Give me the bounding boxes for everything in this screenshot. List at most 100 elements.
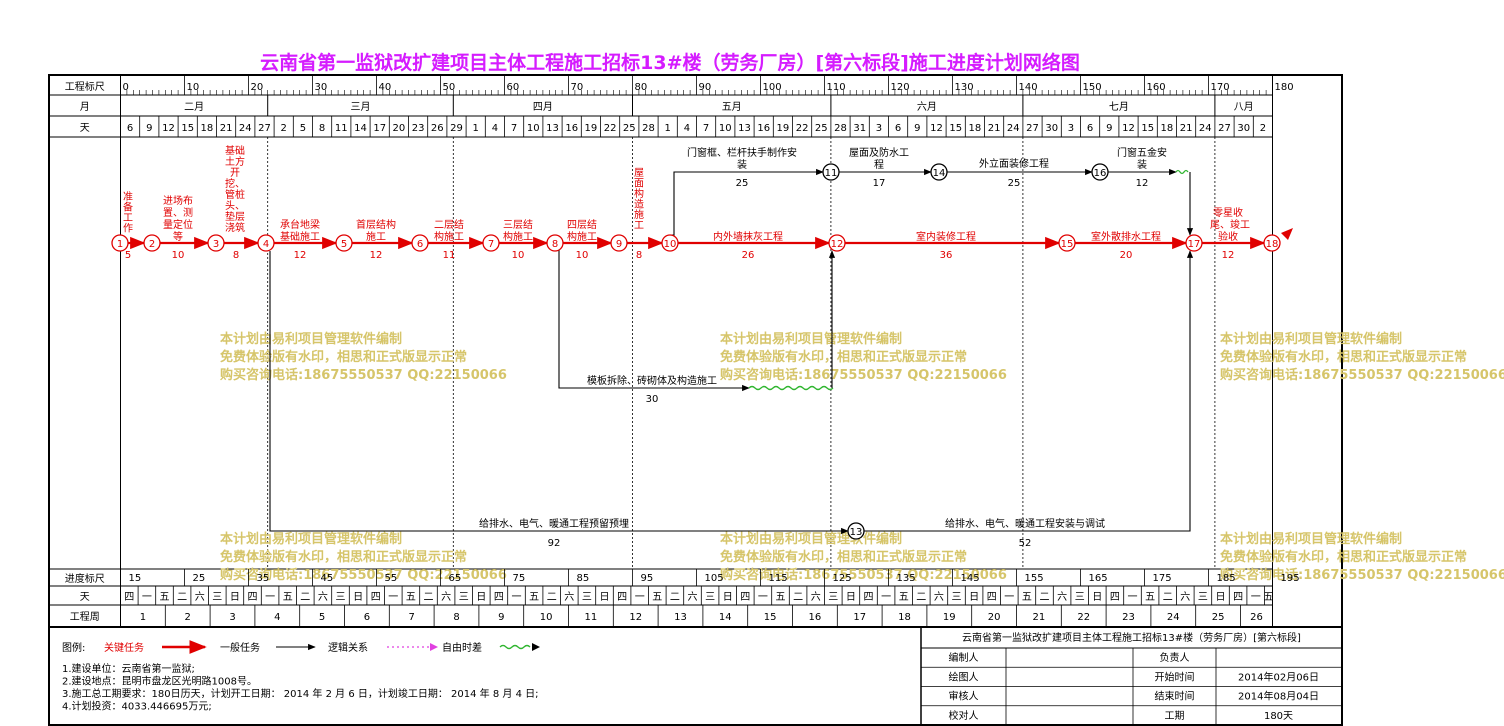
task-duration: 26	[742, 250, 755, 261]
task-name: 头、	[225, 200, 245, 212]
weekday-label: 三	[952, 592, 962, 603]
day-label: 6	[1087, 123, 1093, 134]
event-node	[546, 234, 564, 252]
info-key: 开始时间	[1155, 670, 1195, 683]
finish-flag-icon	[1281, 228, 1293, 240]
weekday-label: 日	[1216, 592, 1226, 603]
scale-tick-label: 60	[507, 82, 520, 93]
day-label: 28	[642, 123, 655, 134]
weekday-label: 三	[212, 592, 222, 603]
weekday-label: 四	[1110, 592, 1120, 603]
scale-tick-label: 170	[1211, 82, 1230, 93]
scale-tick-label: 160	[1147, 82, 1166, 93]
scale-tick-label: 150	[1083, 82, 1102, 93]
day-label: 2	[281, 123, 287, 134]
task-name: 程	[874, 159, 884, 171]
task-name: 浇筑	[225, 221, 245, 234]
task-duration: 17	[873, 178, 886, 189]
day-label: 10	[719, 123, 732, 134]
task-duration: 10	[172, 250, 185, 261]
watermark: 本计划由易利项目管理软件编制免费体验版有水印，相思和正式版显示正常购买咨询电话:…	[220, 331, 1504, 583]
weekday-label: 四	[1233, 592, 1243, 603]
day-label: 13	[738, 123, 751, 134]
scale-tick-label: 140	[1019, 82, 1038, 93]
weekday-label: 四	[987, 592, 997, 603]
weekday-label: 六	[1180, 591, 1190, 603]
day-label: 1	[665, 123, 671, 134]
task-duration: 12	[1222, 250, 1235, 261]
weekday-label: 一	[758, 592, 768, 603]
day-label: 27	[258, 123, 271, 134]
task-name: 首层结构	[356, 218, 396, 231]
week-label: 5	[319, 612, 325, 623]
node-number: 11	[825, 168, 838, 179]
task-name: 等	[173, 230, 183, 243]
page-title: 云南省第一监狱改扩建项目主体工程施工招标13#楼（劳务厂房）[第六标段]施工进度…	[260, 52, 1080, 74]
week-label: 12	[629, 612, 642, 623]
progress-tick-label: 185	[1217, 573, 1236, 584]
day-label: 4	[492, 123, 498, 134]
weekday-label: 一	[881, 592, 891, 603]
row-label: 月	[80, 101, 90, 113]
day-label: 21	[988, 123, 1001, 134]
task-name: 开	[230, 168, 240, 179]
weekday-label: 六	[318, 591, 328, 603]
scale-tick-label: 100	[763, 82, 782, 93]
month-label: 六月	[917, 101, 937, 113]
weekday-label: 日	[230, 592, 240, 603]
task-name: 门窗框、栏杆扶手制作安	[687, 146, 797, 159]
week-label: 16	[809, 612, 822, 623]
month-label: 七月	[1109, 101, 1129, 113]
week-label: 23	[1122, 612, 1135, 623]
day-label: 21	[220, 123, 233, 134]
info-value: 2014年02月06日	[1238, 670, 1319, 683]
weekday-label: 四	[124, 592, 134, 603]
day-label: 12	[162, 123, 175, 134]
row-label: 工程标尺	[65, 81, 105, 93]
legend: 图例:关键任务一般任务逻辑关系自由时差1.建设单位：云南省第一监狱;2.建设地点…	[62, 640, 540, 713]
month-label: 三月	[351, 101, 371, 113]
weekday-label: 三	[1198, 592, 1208, 603]
progress-tick-label: 135	[897, 573, 916, 584]
event-node	[1058, 234, 1076, 252]
watermark-text: 购买咨询电话:18675550537 QQ:22150066	[1220, 367, 1504, 383]
weekday-label: 日	[353, 592, 363, 603]
day-label: 9	[146, 123, 152, 134]
day-label: 30	[1045, 123, 1058, 134]
legend-free-float-wave	[499, 644, 531, 650]
task-name-char: 构	[634, 187, 644, 200]
watermark-text: 本计划由易利项目管理软件编制	[220, 331, 402, 347]
event-node	[143, 234, 161, 252]
weekday-label: 六	[441, 591, 451, 603]
task-duration: 92	[548, 538, 561, 549]
progress-tick-label: 15	[129, 573, 142, 584]
week-label: 15	[764, 612, 777, 623]
scale-tick-label: 70	[571, 82, 584, 93]
task-name: 验收	[1218, 230, 1238, 243]
week-label: 18	[898, 612, 911, 623]
month-gridlines	[267, 137, 1216, 569]
activity-arrows	[128, 168, 1266, 535]
weekday-label: 二	[670, 592, 680, 603]
week-label: 17	[853, 612, 866, 623]
progress-tick-label: 195	[1281, 573, 1300, 584]
weekday-label: 五	[1022, 592, 1032, 603]
node-number: 14	[933, 168, 946, 179]
day-label: 30	[1237, 123, 1250, 134]
day-label: 5	[300, 123, 306, 134]
task-name: 构施工	[567, 230, 597, 243]
weekday-label: 三	[582, 592, 592, 603]
task-name: 内外墙抹灰工程	[713, 230, 783, 243]
weekday-label: 三	[336, 592, 346, 603]
task-duration: 10	[512, 250, 525, 261]
task-name: 基础施工	[280, 230, 320, 243]
task-duration: 30	[646, 394, 659, 405]
event-node	[411, 234, 429, 252]
event-node	[828, 234, 846, 252]
task-name: 给排水、电气、暖通工程预留预埋	[479, 517, 629, 530]
node-number: 13	[850, 527, 863, 538]
row-label: 进度标尺	[65, 572, 105, 585]
task-duration: 12	[370, 250, 383, 261]
month-label: 二月	[184, 101, 204, 113]
day-label: 10	[527, 123, 540, 134]
